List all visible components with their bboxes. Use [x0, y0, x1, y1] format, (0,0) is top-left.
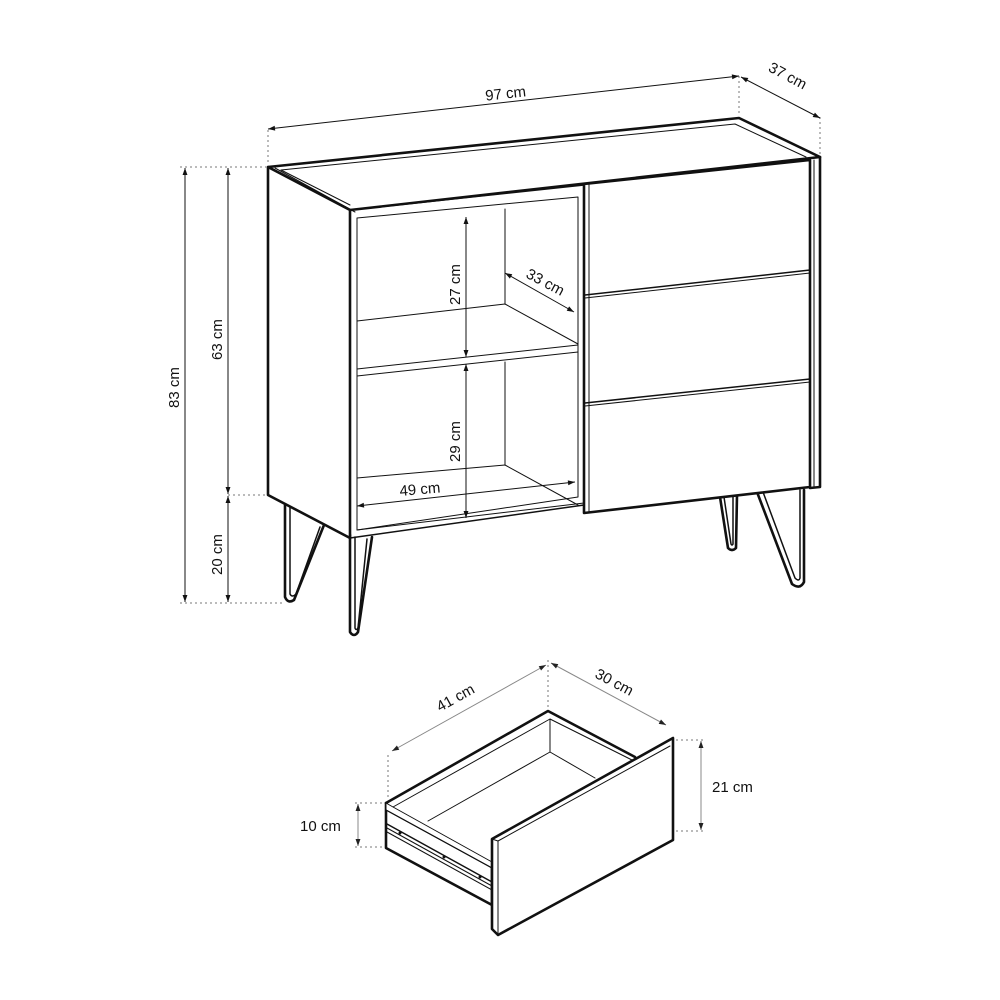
dimension-leg-height: 20 cm — [209, 496, 231, 602]
hairpin-legs — [283, 488, 806, 637]
dimension-depth: 37 cm — [740, 59, 821, 119]
dimension-shelf-width: 49 cm — [356, 479, 576, 508]
dim-label-drawer-length: 41 cm — [434, 681, 478, 716]
dim-label-total-height: 83 cm — [166, 367, 183, 408]
dimension-drawer-side-height: 10 cm — [300, 804, 361, 846]
dimension-body-height: 63 cm — [209, 168, 231, 494]
dimension-drawer-length: 41 cm — [391, 664, 547, 752]
dimension-total-height: 83 cm — [166, 168, 188, 602]
dim-label-width: 97 cm — [484, 83, 526, 104]
dim-label-drawer-front-height: 21 cm — [712, 779, 753, 796]
dim-label-shelf-width: 49 cm — [399, 479, 441, 499]
dim-label-body-height: 63 cm — [209, 319, 226, 360]
dimension-shelf-depth: 33 cm — [504, 266, 575, 313]
dim-label-shelf-depth: 33 cm — [523, 266, 567, 300]
dim-label-upper-shelf: 27 cm — [447, 264, 464, 305]
drawer-drawing — [384, 709, 675, 937]
cabinet-drawing — [266, 116, 822, 637]
dimension-upper-shelf: 27 cm — [447, 217, 469, 357]
dimension-drawer-width: 30 cm — [550, 662, 667, 726]
dim-label-drawer-side-height: 10 cm — [300, 818, 341, 835]
dimension-drawer-front-height: 21 cm — [698, 741, 753, 830]
dimension-width: 97 cm — [267, 74, 740, 131]
dim-label-lower-shelf: 29 cm — [447, 421, 464, 462]
dim-label-depth: 37 cm — [765, 59, 809, 93]
dim-label-leg-height: 20 cm — [209, 534, 226, 575]
dim-label-drawer-width: 30 cm — [592, 666, 636, 700]
